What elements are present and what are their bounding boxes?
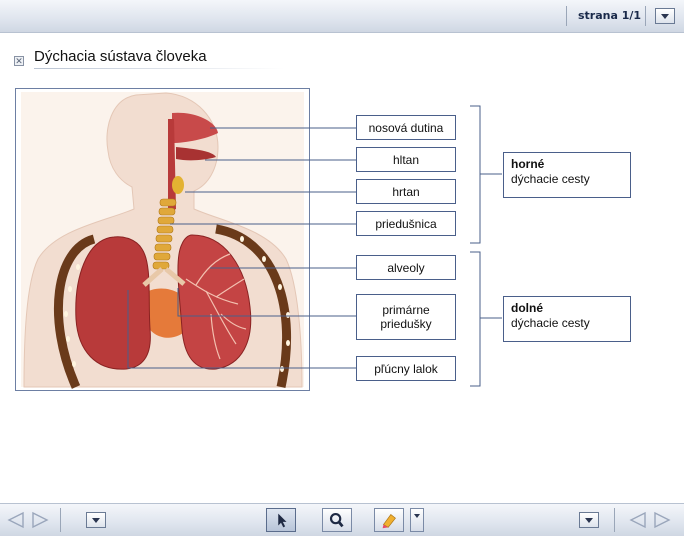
- label-lung-lobe: pľúcny lalok: [356, 356, 456, 381]
- triangle-right-icon[interactable]: [652, 511, 672, 529]
- group-upper-line2: dýchacie cesty: [511, 172, 590, 186]
- magnifier-icon: [323, 509, 351, 531]
- group-lower-airways: dolné dýchacie cesty: [503, 296, 631, 342]
- pen-tool-button[interactable]: [374, 508, 404, 532]
- label-primary-bronchi-line2: priedušky: [380, 317, 431, 331]
- pointer-tool-button[interactable]: [266, 508, 296, 532]
- label-primary-bronchi-line1: primárne: [382, 303, 429, 317]
- label-trachea: priedušnica: [356, 211, 456, 236]
- zoom-tool-button[interactable]: [322, 508, 352, 532]
- toolbar-separator: [60, 508, 61, 532]
- chevron-down-icon[interactable]: [86, 512, 106, 528]
- chevron-down-icon[interactable]: [579, 512, 599, 528]
- bottom-toolbar: [0, 503, 684, 536]
- label-alveoli: alveoly: [356, 255, 456, 280]
- pen-options-dropdown[interactable]: [410, 508, 424, 532]
- highlighter-icon: [375, 509, 403, 531]
- toolbar-separator: [614, 508, 615, 532]
- group-upper-airways: horné dýchacie cesty: [503, 152, 631, 198]
- group-upper-line1: horné: [511, 157, 544, 171]
- group-lower-line1: dolné: [511, 301, 543, 315]
- label-larynx: hrtan: [356, 179, 456, 204]
- label-nasal-cavity: nosová dutina: [356, 115, 456, 140]
- triangle-left-icon[interactable]: [628, 511, 648, 529]
- group-lower-line2: dýchacie cesty: [511, 316, 590, 330]
- label-primary-bronchi: primárne priedušky: [356, 294, 456, 340]
- triangle-right-icon[interactable]: [30, 511, 50, 529]
- label-pharynx: hltan: [356, 147, 456, 172]
- triangle-left-icon[interactable]: [6, 511, 26, 529]
- cursor-arrow-icon: [267, 509, 295, 531]
